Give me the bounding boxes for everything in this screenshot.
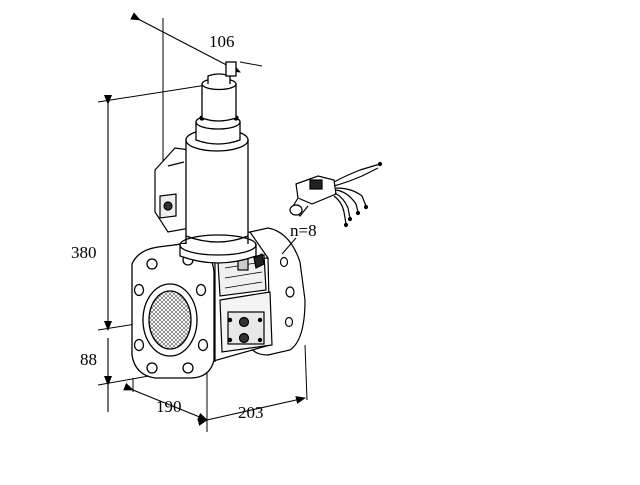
front-flange xyxy=(131,242,215,379)
dim-line-203 xyxy=(197,396,306,426)
dim-label-106: 106 xyxy=(209,32,235,51)
holes-leader-line xyxy=(281,237,297,255)
dim-label-380: 380 xyxy=(71,243,97,262)
dimension-lines xyxy=(104,12,306,426)
dim-line-190 xyxy=(123,382,208,421)
flange-holes-label: n=8 xyxy=(290,221,317,240)
actuator-cylinder xyxy=(179,61,257,264)
cable-connector xyxy=(289,161,383,228)
actuator-side-box xyxy=(154,147,191,233)
dim-label-88: 88 xyxy=(80,350,97,369)
dim-line-106 xyxy=(130,12,241,73)
dim-label-190: 190 xyxy=(156,397,182,416)
dim-label-203: 203 xyxy=(238,403,264,422)
